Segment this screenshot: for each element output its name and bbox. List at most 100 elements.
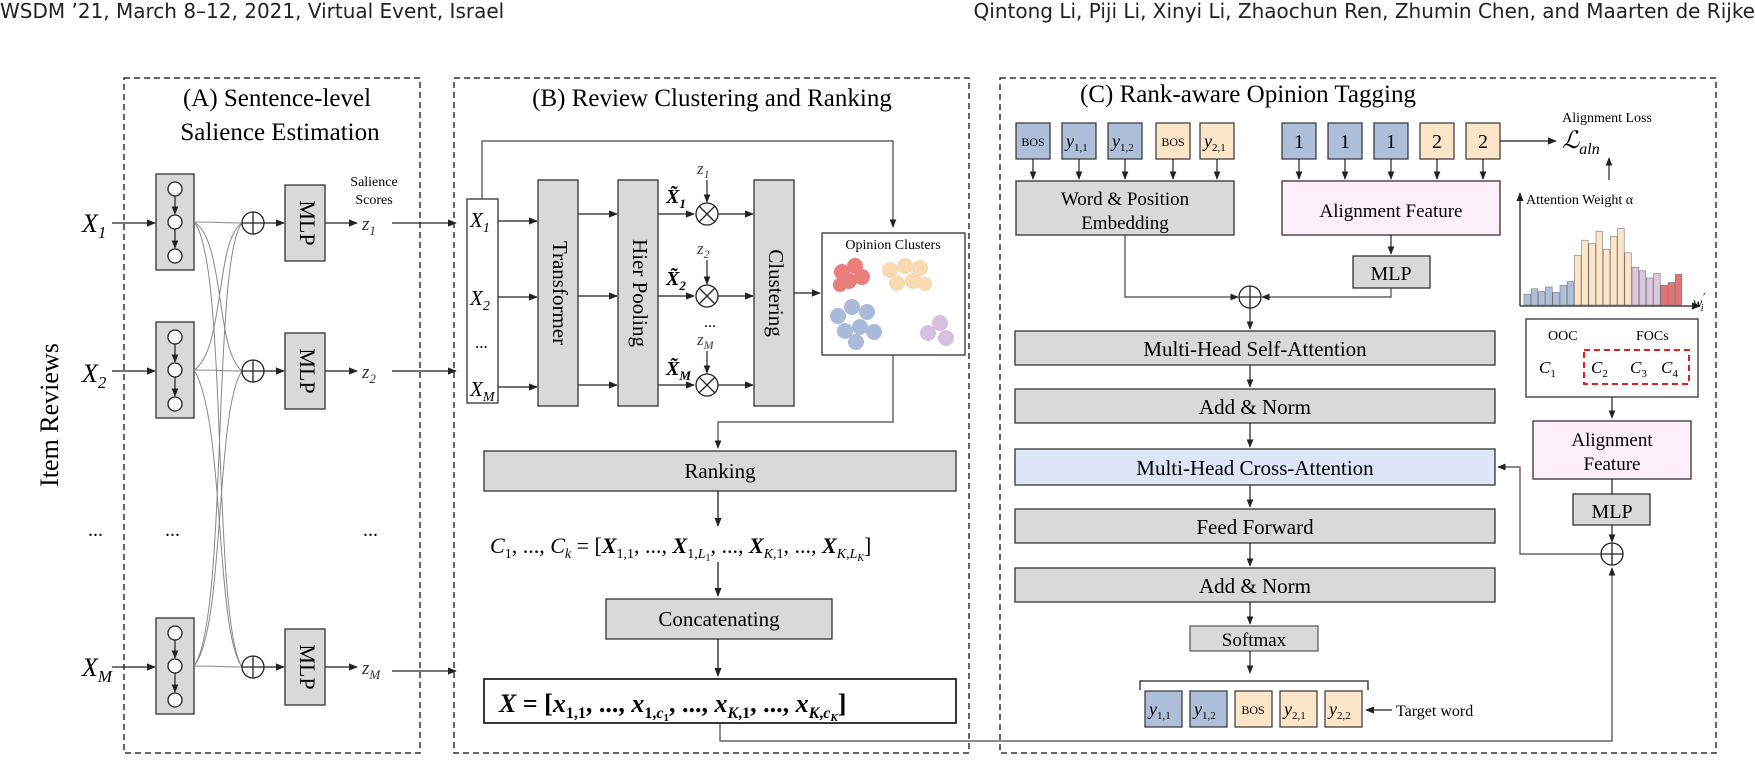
mlp-c-bottom: MLP — [1572, 493, 1651, 526]
cluster-purple — [920, 315, 954, 346]
svg-text:y2,1: y2,1 — [1202, 131, 1226, 154]
target-word-label: Target word — [1396, 703, 1473, 720]
alignment-feature-bottom: Alignment Feature — [1532, 420, 1692, 480]
attention-bar — [1595, 230, 1603, 306]
attention-bar — [1559, 284, 1567, 306]
score-z2: z2 — [361, 362, 376, 386]
panel-a: (A) Sentence-level Salience Estimation I… — [35, 77, 457, 754]
svg-text:MLP: MLP — [295, 644, 320, 689]
svg-text:Concatenating: Concatenating — [658, 607, 780, 631]
oplus-c-top — [1238, 285, 1262, 309]
svg-text:Feature: Feature — [1584, 454, 1641, 475]
target-token-y12: y1,2 — [1189, 690, 1228, 728]
panel-a-title-line2: Salience Estimation — [180, 119, 380, 146]
header-right: Qintong Li, Piji Li, Xinyi Li, Zhaochun … — [974, 0, 1755, 23]
svg-text:1: 1 — [1340, 131, 1350, 153]
focs-dashed-box — [1583, 349, 1690, 385]
svg-text:Word & Position: Word & Position — [1061, 189, 1190, 210]
panel-c-border — [999, 77, 1717, 754]
weight-ellipsis: ... — [704, 314, 716, 331]
panel-b-border — [453, 77, 970, 754]
attention-bar — [1674, 274, 1683, 306]
attention-bar — [1624, 252, 1632, 306]
svg-text:Multi-Head Cross-Attention: Multi-Head Cross-Attention — [1136, 456, 1374, 480]
attention-bar — [1653, 273, 1661, 306]
svg-text:1: 1 — [1386, 131, 1396, 153]
c1-label: C1 — [1539, 358, 1556, 380]
weight-zm: zM — [696, 330, 715, 352]
mlp-a-1: MLP — [284, 184, 326, 262]
attention-bar — [1617, 228, 1625, 306]
encoder-block-2 — [155, 321, 195, 419]
ooc-focs-box: OOC FOCs C1 C2 C3 C4 — [1525, 318, 1699, 398]
attention-bar — [1538, 291, 1546, 306]
align-token-4: 2 — [1419, 122, 1455, 160]
target-token-bos: BOS — [1234, 690, 1273, 728]
score-z1: z1 — [361, 214, 376, 238]
svg-text:Alignment Feature: Alignment Feature — [1320, 201, 1463, 222]
attention-bar — [1581, 239, 1589, 306]
x-axis-label: w′i — [1693, 291, 1705, 314]
cluster-red — [833, 258, 870, 292]
svg-text:MLP: MLP — [295, 200, 320, 245]
pooled-x1: X̃1 — [665, 185, 686, 211]
transformer-block: Transformer — [537, 179, 579, 407]
encoder-block-1 — [155, 173, 195, 271]
alignment-feature-top: Alignment Feature — [1281, 180, 1501, 236]
concat-equation: X = [x1,1, ..., x1,c1, ..., xK,1, ..., x… — [498, 689, 846, 724]
panel-b-title: (B) Review Clustering and Ranking — [532, 85, 892, 112]
cluster-blue — [830, 299, 882, 350]
token-y11: y1,1 — [1061, 122, 1097, 160]
svg-text:BOS: BOS — [1021, 135, 1044, 149]
multi-head-cross-attention: Multi-Head Cross-Attention — [1014, 448, 1496, 486]
svg-text:Clustering: Clustering — [764, 249, 788, 337]
svg-text:BOS: BOS — [1161, 135, 1184, 149]
attention-bar — [1552, 292, 1560, 306]
svg-text:Ranking: Ranking — [684, 459, 756, 483]
attention-weight-label: Attention Weight α — [1526, 193, 1634, 208]
attention-bars — [1523, 228, 1683, 306]
ooc-label: OOC — [1548, 329, 1578, 344]
weight-z2: z2 — [696, 239, 710, 261]
attention-bar — [1610, 236, 1618, 306]
attention-bar — [1667, 282, 1675, 306]
item-reviews-label: Item Reviews — [35, 343, 64, 487]
attention-bar — [1530, 288, 1539, 306]
stack-x2: X2 — [469, 286, 490, 314]
alignment-loss-symbol: ℒaln — [1562, 128, 1600, 158]
crossing-connections — [193, 221, 243, 668]
concatenating-block: Concatenating — [605, 598, 833, 640]
token-y12: y1,2 — [1107, 122, 1143, 160]
attention-bar — [1523, 293, 1531, 306]
attention-weight-chart: Attention Weight α w′i — [1516, 192, 1705, 314]
svg-text:2: 2 — [1432, 131, 1442, 153]
cluster-orange — [882, 258, 932, 291]
word-position-embedding: Word & Position Embedding — [1015, 180, 1235, 236]
svg-text:Hier Pooling: Hier Pooling — [628, 239, 652, 347]
panel-c: (C) Rank-aware Opinion Tagging BOS y1,1 … — [999, 77, 1717, 754]
svg-text:y2,1: y2,1 — [1282, 699, 1306, 722]
svg-text:y1,1: y1,1 — [1147, 699, 1171, 722]
mlp-a-2: MLP — [284, 332, 326, 410]
header-left: WSDM ’21, March 8–12, 2021, Virtual Even… — [0, 0, 504, 23]
svg-text:Multi-Head Self-Attention: Multi-Head Self-Attention — [1143, 337, 1367, 361]
opinion-clusters-box: Opinion Clusters — [821, 232, 966, 356]
ellipsis-a3: ... — [363, 519, 378, 541]
svg-text:Add & Norm: Add & Norm — [1199, 395, 1311, 419]
svg-text:Transformer: Transformer — [548, 241, 572, 345]
otimes-m — [695, 373, 719, 397]
attention-bar — [1545, 286, 1553, 306]
target-token-y11: y1,1 — [1144, 690, 1183, 728]
ellipsis-a1: ... — [88, 519, 103, 541]
feed-forward: Feed Forward — [1014, 508, 1496, 544]
panel-b: (B) Review Clustering and Ranking X1 X2 … — [453, 77, 1616, 754]
token-y21: y2,1 — [1199, 122, 1235, 160]
align-token-2: 1 — [1327, 122, 1363, 160]
svg-text:Feed Forward: Feed Forward — [1196, 515, 1314, 539]
svg-text:Softmax: Softmax — [1222, 630, 1287, 651]
oplus-m — [241, 655, 265, 679]
multi-head-self-attention: Multi-Head Self-Attention — [1014, 330, 1496, 366]
svg-text:1: 1 — [1294, 131, 1304, 153]
svg-text:MLP: MLP — [1591, 501, 1632, 523]
